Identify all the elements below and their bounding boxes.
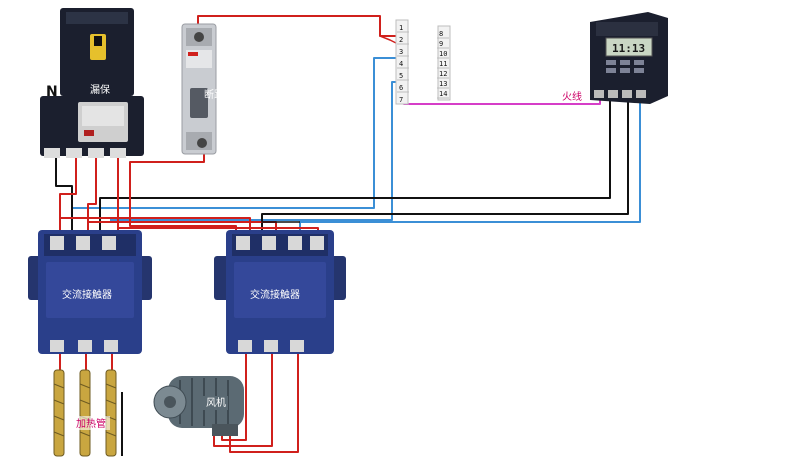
terminal-block-left: 1 2 3 4 5 6 7 [395,19,409,105]
terminal-number: 1 [399,24,403,32]
wire-blue-timer [299,96,641,232]
wire-black-contactor2-top [261,214,300,223]
terminal-number: 3 [399,48,403,56]
terminal-number: 2 [399,36,403,44]
wire-black-timer-1 [99,96,611,232]
terminal-number: 4 [399,60,403,68]
wire-red-breaker-to-terminal [197,15,398,37]
leakage-breaker: 漏保 N [40,8,144,158]
terminal-number: 10 [439,50,447,58]
wire-red-c2-out-2 [213,352,273,447]
contactor-1: 交流接触器 [28,230,152,354]
terminal-number: 5 [399,72,403,80]
terminal-number: 12 [439,70,447,78]
terminal-left-labels: 1 2 3 4 5 6 7 [397,24,409,105]
fan-label: 风机 [206,396,226,409]
heater-tube-1 [53,369,65,457]
terminal-number: 11 [439,60,447,68]
neutral-label: N [46,84,58,100]
contactor-2: 交流接触器 [214,230,346,354]
wires [55,15,641,456]
wire-black-timer-2 [261,96,629,232]
circuit-breaker-label: 断路器 [204,88,234,101]
heater-tubes: 加热管 [53,369,117,457]
contactor-2-label: 交流接触器 [250,288,300,301]
live-wire-label: 火线 [562,90,582,103]
circuit-breaker-handle [190,88,208,118]
terminal-block-right: 8 9 10 11 12 13 14 [437,25,451,101]
terminal-number: 13 [439,80,447,88]
wire-black-leak-n [55,152,73,232]
time-switch-lcd [605,37,653,57]
wire-red-to-contactor2-a [59,217,251,232]
terminal-number: 14 [439,90,447,98]
time-switch: 11:13 火线 [562,12,668,104]
terminal-number: 8 [439,30,443,38]
wire-red-leak-1 [59,152,77,232]
terminal-number: 7 [399,96,403,104]
terminal-right-labels: 8 9 10 11 12 13 14 [437,30,449,99]
wire-red-leak-2 [87,152,97,232]
heater-label: 加热管 [76,417,106,430]
wire-red-c2-out-3 [229,352,299,453]
wire-red-terminal-loop [379,35,399,45]
heater-tube-3 [105,369,117,457]
leakage-breaker-label: 漏保 [90,83,110,96]
terminal-number: 9 [439,40,443,48]
wire-blue-terminal6 [110,81,398,221]
circuit-breaker: 断路器 [181,23,234,155]
fan-motor: 风机 [153,376,244,436]
terminal-number: 6 [399,84,403,92]
heater-tube-2 [79,369,91,457]
contactor-1-label: 交流接触器 [62,288,112,301]
time-switch-display: 11:13 [612,42,645,55]
